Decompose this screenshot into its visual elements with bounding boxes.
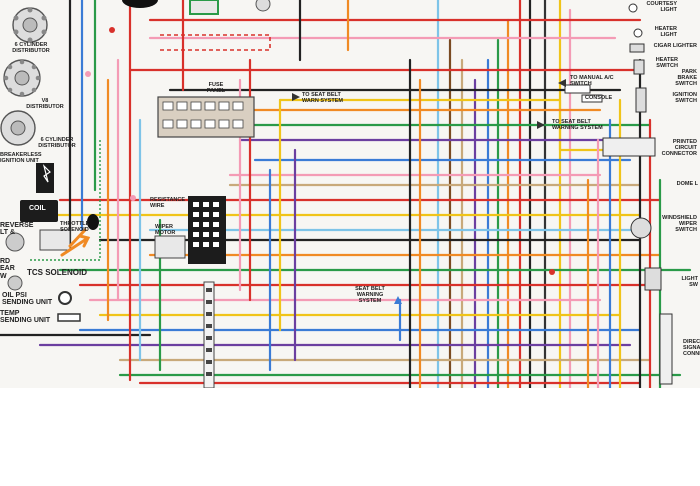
top-center-component [122, 0, 158, 8]
to-manual-ac-box [564, 84, 591, 94]
arrow-seat-belt-top [292, 93, 300, 101]
label-dome-light: DOME L [676, 181, 698, 187]
blank-bottom-area [0, 388, 700, 486]
label-console: CONSOLE [585, 95, 613, 101]
printed-circuit-connector-body [602, 137, 656, 157]
oil-psi-sensor [58, 291, 72, 305]
throttle-arrow [60, 228, 91, 257]
wire-group [0, 0, 692, 388]
junction-dot-1 [549, 269, 555, 275]
wiring-svg [0, 0, 700, 388]
temp-sender [57, 313, 81, 322]
distributor-v8 [3, 59, 41, 97]
arrow-manual-ac [558, 79, 566, 87]
cigar-lighter-body [629, 43, 645, 53]
label-cigar-lighter: CIGAR LIGHTER [653, 43, 697, 49]
ignition-coil [20, 163, 58, 222]
reverse-lamp-connector [5, 232, 25, 252]
gear-switch-connector [7, 275, 23, 291]
directional-signal-connector-body [659, 313, 673, 385]
bulkhead-connector [188, 196, 226, 264]
throttle-marker-blob [87, 214, 99, 230]
label-coil: COIL [29, 205, 46, 212]
fuse-panel [157, 96, 255, 138]
heater-switch-body [633, 59, 645, 75]
windshield-wiper-switch-body [630, 217, 652, 239]
tcs-solenoid-block [39, 229, 71, 251]
junction-dot-4 [109, 27, 115, 33]
distributor-6cyl-top [12, 7, 48, 43]
heater-light-bulb [633, 28, 643, 38]
label-tcs-solenoid: TCS SOLENOID [27, 268, 88, 277]
distributor-6cyl [0, 110, 36, 146]
diagram-background [0, 0, 700, 388]
top-right-connector [255, 0, 271, 12]
label-directional-signal-connector: DIRECTIONALSIGNALCONNECTOR [683, 339, 700, 357]
courtesy-light-bulb [628, 3, 638, 13]
junction-dot-2 [130, 195, 136, 201]
arrow-seat-belt-mid [394, 296, 402, 304]
arrow-seat-belt-right [537, 121, 545, 129]
console-box [581, 94, 603, 103]
light-switch-body [644, 267, 662, 291]
fuel-sending-connector-column [203, 281, 215, 388]
wiper-motor-block [154, 235, 186, 259]
junction-dot-3 [85, 71, 91, 77]
top-center-connector [189, 0, 219, 15]
wire-dashed-left [30, 140, 101, 261]
ignition-switch-body [635, 87, 647, 113]
